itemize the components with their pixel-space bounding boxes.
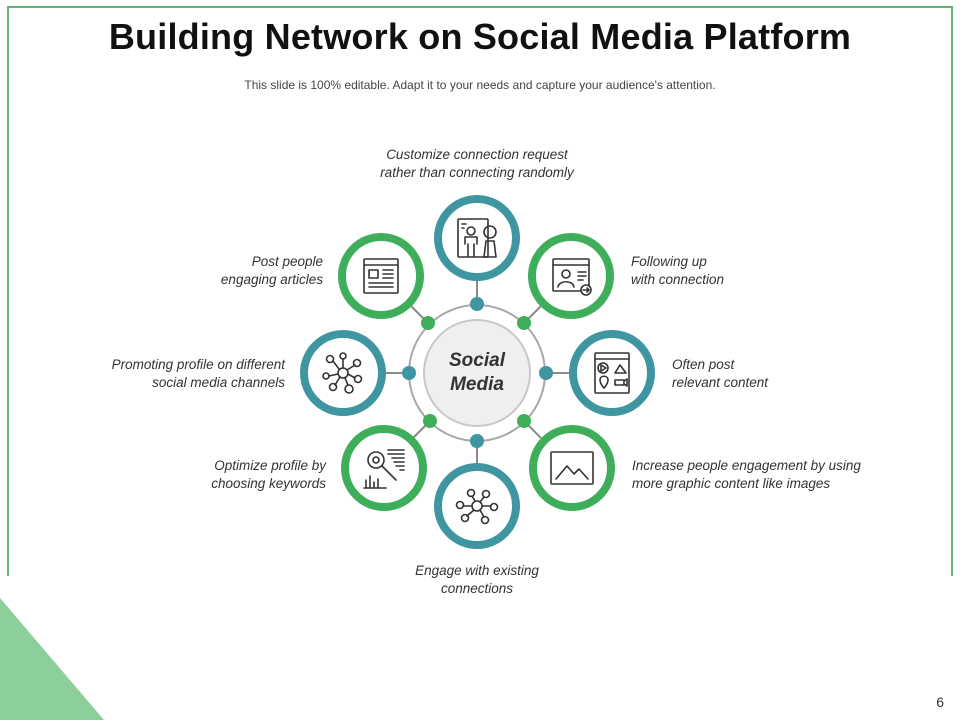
network-icon: [455, 488, 499, 525]
node-rings: [300, 195, 655, 549]
node-ring-often: [569, 330, 655, 416]
media-content-icon: [594, 352, 630, 394]
person-profile-icon: [457, 218, 497, 258]
corner-triangle: [0, 598, 104, 720]
center-label-line1: Social: [449, 350, 506, 371]
slide-frame: [7, 6, 953, 576]
center-circle: [423, 319, 531, 427]
social-channels-icon: [322, 352, 363, 394]
page-number: 6: [936, 694, 944, 710]
connector-dots: [402, 297, 553, 448]
slide-subtitle: This slide is 100% editable. Adapt it to…: [244, 78, 716, 92]
node-ring-promoting: [300, 330, 386, 416]
article-icon: [363, 258, 399, 294]
web-profile-icon: [552, 258, 592, 296]
node-ring-following: [528, 233, 614, 319]
keyword-search-icon: [363, 449, 405, 489]
slide-title: Building Network on Social Media Platfor…: [108, 16, 852, 57]
node-ring-increase: [529, 425, 615, 511]
node-ring-engage: [434, 463, 520, 549]
center-label-line2: Media: [450, 374, 504, 395]
image-icon: [550, 451, 594, 485]
node-ring-post: [338, 233, 424, 319]
